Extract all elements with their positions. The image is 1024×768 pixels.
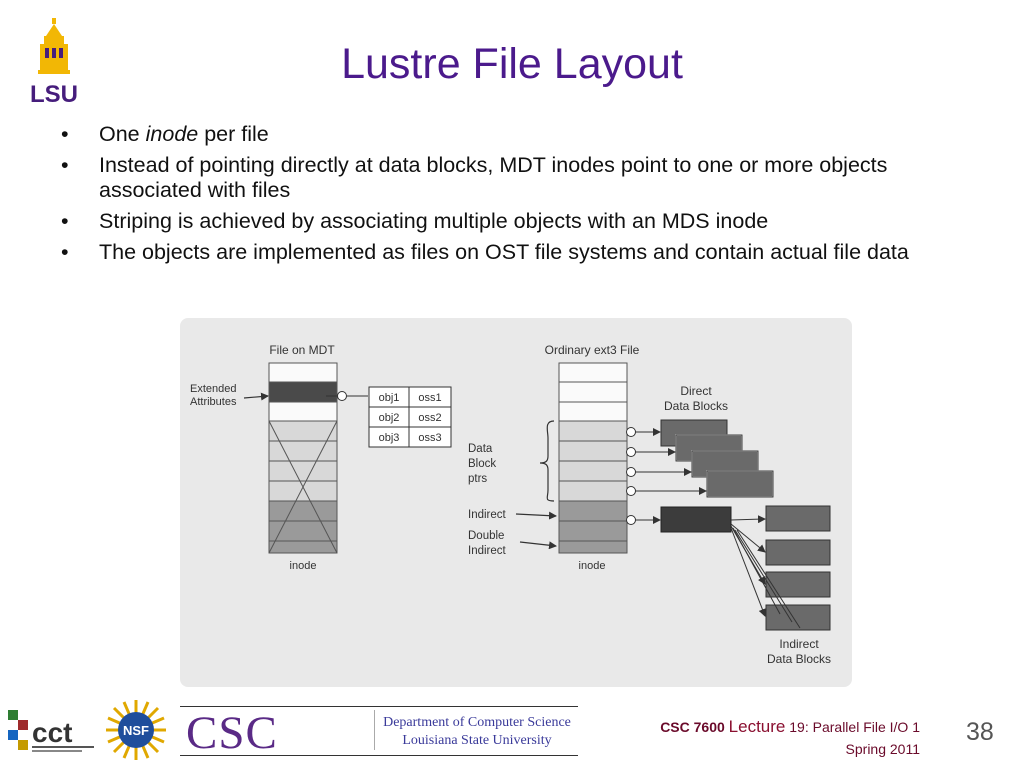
data-ptrs-brace — [539, 420, 555, 502]
obj-cell: obj1 — [379, 392, 400, 404]
lecture-title: 19: Parallel File I/O 1 — [789, 719, 920, 735]
bullet-emphasis: inode — [145, 122, 199, 146]
diagram-background — [180, 318, 852, 687]
pointer-dot — [337, 391, 347, 401]
mdt-file-title: File on MDT — [269, 343, 335, 357]
csc-logo-text: CSC — [186, 707, 278, 759]
nsf-logo: NSF — [106, 700, 166, 760]
bullet-text: per file — [198, 122, 269, 146]
ext-attr-arrow — [243, 392, 269, 401]
lustre-layout-diagram: File on MDT Extended Attributes obj1 oss… — [180, 318, 852, 687]
bullet-text: Instead of pointing directly at data blo… — [99, 153, 888, 202]
csc-dept-banner — [180, 706, 578, 756]
svg-text:ptrs: ptrs — [468, 473, 487, 485]
bullet-text: Striping is achieved by associating mult… — [99, 209, 769, 233]
obj-cell: obj3 — [379, 432, 400, 444]
obj-cell: obj2 — [379, 412, 400, 424]
bullet-item: • Striping is achieved by associating mul… — [58, 209, 978, 234]
mdt-inode-stack — [268, 362, 338, 554]
oss-cell: oss1 — [418, 392, 441, 404]
data-block-ptrs-label: Data — [468, 443, 493, 455]
oss-cell: oss2 — [418, 412, 441, 424]
svg-text:LSU: LSU — [30, 81, 78, 108]
term: Spring 2011 — [845, 741, 920, 757]
double-indirect-label: Double — [468, 530, 504, 542]
lecture-word: Lecture — [728, 717, 786, 736]
bullet-item: • One inode per file — [58, 122, 978, 147]
svg-text:Indirect: Indirect — [468, 545, 507, 557]
lsu-logo: LSU — [30, 18, 78, 108]
page-number: 38 — [966, 718, 994, 746]
bullet-item: • The objects are implemented as files on… — [58, 240, 978, 265]
indirect-data-blocks-label: Indirect — [779, 637, 819, 651]
bullet-text: The objects are implemented as files on … — [99, 240, 909, 264]
mdt-inode-label: inode — [290, 560, 317, 572]
object-table: obj1 oss1 obj2 oss2 obj3 oss3 — [368, 386, 452, 448]
bullet-list: • One inode per file • Instead of pointing … — [58, 122, 978, 271]
svg-text:Data Blocks: Data Blocks — [664, 399, 728, 413]
bullet-dot: • — [61, 240, 69, 264]
ext3-file-title: Ordinary ext3 File — [545, 343, 640, 357]
cct-logo: cct — [8, 710, 94, 752]
svg-text:Block: Block — [468, 458, 496, 470]
indirect-label: Indirect — [468, 509, 507, 521]
indirect-data-blocks — [765, 505, 831, 631]
university-line: Louisiana State University — [402, 733, 552, 748]
direct-data-blocks — [660, 419, 774, 498]
indirect-block — [660, 506, 732, 533]
bullet-item: • Instead of pointing directly at data bl… — [58, 153, 978, 203]
bullet-text: One — [99, 122, 146, 146]
oss-cell: oss3 — [418, 432, 441, 444]
data-pointer-arrows — [626, 427, 707, 525]
ext3-inode-stack — [558, 362, 628, 554]
bullet-dot: • — [61, 209, 69, 233]
department-name: Department of Computer Science Louisiana… — [377, 714, 577, 750]
course-code: CSC 7600 — [660, 719, 725, 735]
svg-text:cct: cct — [32, 717, 72, 748]
svg-text:Data Blocks: Data Blocks — [767, 652, 831, 666]
slide-title: Lustre File Layout — [341, 40, 683, 88]
svg-text:NSF: NSF — [123, 723, 149, 738]
ext3-inode-label: inode — [579, 560, 606, 572]
direct-data-blocks-label: Direct — [680, 384, 712, 398]
svg-text:Attributes: Attributes — [190, 396, 237, 408]
bullet-dot: • — [61, 122, 69, 146]
department-line: Department of Computer Science — [383, 715, 571, 730]
bullet-dot: • — [61, 153, 69, 177]
extended-attributes-label: Extended — [190, 383, 236, 395]
banner-divider — [374, 710, 375, 750]
indirect-fan-arrows — [730, 515, 801, 629]
course-footer: CSC 7600 Lecture 19: Parallel File I/O 1… — [660, 716, 920, 760]
